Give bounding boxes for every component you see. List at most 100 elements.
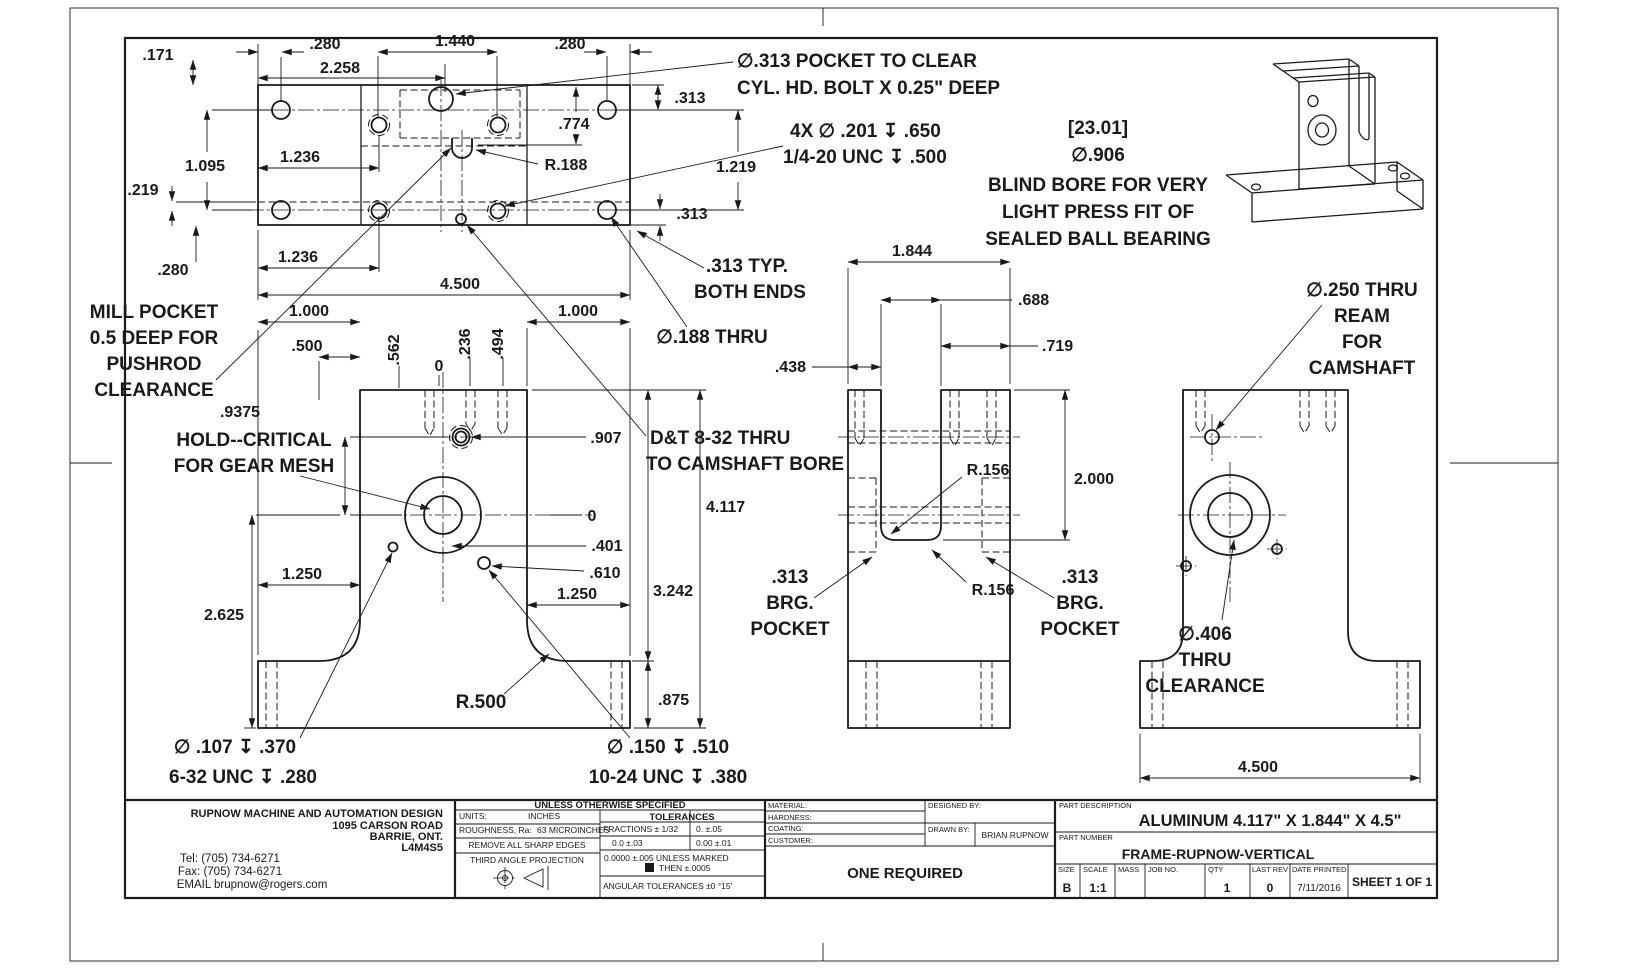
tol-row2a: 0.0 ±.03 xyxy=(612,838,643,848)
dim-1219: 1.219 xyxy=(716,159,756,176)
date-label: DATE PRINTED xyxy=(1292,865,1347,874)
dim-610: .610 xyxy=(589,565,620,582)
dim-171: .171 xyxy=(142,47,173,64)
note-brg-left-2: BRG. xyxy=(766,593,814,614)
note-brg-right-3: POCKET xyxy=(1040,619,1120,640)
roughness-label: ROUGHNESS, Ra: xyxy=(459,825,532,835)
note-mill-3: PUSHROD xyxy=(106,354,201,375)
job-label: JOB NO. xyxy=(1148,865,1178,874)
dim-875: .875 xyxy=(658,692,689,709)
rev-value: 0 xyxy=(1267,881,1274,895)
dim-9375: .9375 xyxy=(220,404,260,421)
note-clearance-1: ∅.406 xyxy=(1178,624,1232,645)
dim-236: .236 xyxy=(457,328,474,359)
third-angle-projection-icon xyxy=(493,866,549,890)
dim-2000: 2.000 xyxy=(1074,471,1114,488)
roughness-value: 63 MICROINCHES xyxy=(537,825,610,835)
tol-angular-value: ±0 °15' xyxy=(706,881,733,891)
note-hold-critical-2: FOR GEAR MESH xyxy=(174,456,334,477)
tol-angular-label: ANGULAR TOLERANCES xyxy=(603,881,704,891)
dim-r500: R.500 xyxy=(456,692,507,713)
one-required: ONE REQUIRED xyxy=(847,865,963,882)
note-313-typ-2: BOTH ENDS xyxy=(694,282,806,303)
callout-tap4x-1: 4X ∅ .201 ↧ .650 xyxy=(790,121,941,142)
tap-632 xyxy=(387,541,399,553)
note-dt-1: D&T 8-32 THRU xyxy=(650,428,790,449)
dim-1250-left: 1.250 xyxy=(282,566,322,583)
dim-r188: R.188 xyxy=(545,157,588,174)
note-brg-left-3: POCKET xyxy=(750,619,830,640)
tol-row2b: 0.00 ±.01 xyxy=(696,838,732,848)
note-hold-critical-1: HOLD--CRITICAL xyxy=(176,430,332,451)
note-188-thru: ∅.188 THRU xyxy=(656,327,768,348)
hardness-label: HARDNESS: xyxy=(768,813,812,822)
note-brg-right-1: .313 xyxy=(1062,567,1099,588)
dim-4500-rear: 4.500 xyxy=(1238,759,1278,776)
company-email: EMAIL brupnow@rogers.com xyxy=(177,879,328,891)
scale-label: SCALE xyxy=(1083,865,1108,874)
drawn-by-name: BRIAN RUPNOW xyxy=(981,830,1048,840)
callout-pocket-1: ∅.313 POCKET TO CLEAR xyxy=(737,51,977,72)
dim-4500-top: 4.500 xyxy=(440,276,480,293)
callout-blind-1: BLIND BORE FOR VERY xyxy=(988,175,1208,196)
dim-438: .438 xyxy=(775,359,806,376)
hole-188-bl xyxy=(271,200,291,220)
part-description-label: PART DESCRIPTION xyxy=(1059,801,1132,810)
note-ream-1: ∅.250 THRU xyxy=(1306,280,1418,301)
hole-832 xyxy=(455,213,467,225)
qty-value: 1 xyxy=(1224,881,1231,895)
note-313-typ-1: .313 TYP. xyxy=(706,256,788,277)
company-fax: Fax: (705) 734-6271 xyxy=(178,866,282,878)
callout-1024-1: ∅ .150 ↧ .510 xyxy=(607,737,729,758)
tol-fractions: FRACTIONS ± 1/32 xyxy=(603,824,678,834)
size-value: B xyxy=(1063,881,1072,895)
dim-313-bottom: .313 xyxy=(676,206,707,223)
dim-313-top: .313 xyxy=(674,90,705,107)
note-ream-3: FOR xyxy=(1342,332,1382,353)
sheet-value: SHEET 1 OF 1 xyxy=(1352,875,1432,889)
dim-1236-upper: 1.236 xyxy=(280,149,320,166)
callout-906: ∅.906 xyxy=(1071,145,1125,166)
dim-2258: 2.258 xyxy=(320,60,360,77)
side-view: 1.844 .688 .719 .438 2.000 R.156 R.156 .… xyxy=(750,243,1120,729)
callout-1024-2: 10-24 UNC ↧ .380 xyxy=(589,767,748,788)
callout-blind-2: LIGHT PRESS FIT OF xyxy=(1002,202,1194,223)
tol-marker-icon xyxy=(645,863,654,872)
note-dt-2: TO CAMSHAFT BORE xyxy=(646,454,844,475)
dim-500: .500 xyxy=(291,338,322,355)
dim-688: .688 xyxy=(1018,292,1049,309)
callout-tap4x-2: 1/4-20 UNC ↧ .500 xyxy=(783,147,947,168)
top-view: .171 .280 2.258 1.440 .280 .313 .774 1.0… xyxy=(127,33,806,348)
dim-1440: 1.440 xyxy=(435,33,475,50)
callout-ref-2301: [23.01] xyxy=(1068,118,1128,139)
dim-r156-lower: R.156 xyxy=(972,582,1015,599)
callout-632-1: ∅ .107 ↧ .370 xyxy=(174,737,296,758)
projection-note: THIRD ANGLE PROJECTION xyxy=(470,855,584,865)
dim-1095: 1.095 xyxy=(185,158,225,175)
tol-row3: 0.0000 ±.005 UNLESS MARKED xyxy=(604,853,729,863)
dim-719: .719 xyxy=(1042,338,1073,355)
company-tel: Tel: (705) 734-6271 xyxy=(180,853,280,865)
dim-774: .774 xyxy=(558,116,589,133)
dim-1000-right: 1.000 xyxy=(558,303,598,320)
dim-494: .494 xyxy=(490,328,507,359)
dim-907: .907 xyxy=(590,430,621,447)
customer-label: CUSTOMER: xyxy=(768,836,813,845)
note-brg-left-1: .313 xyxy=(772,567,809,588)
callout-632-2: 6-32 UNC ↧ .280 xyxy=(169,767,317,788)
scale-value: 1:1 xyxy=(1089,881,1107,895)
note-ream-2: REAM xyxy=(1334,306,1390,327)
edges-note: REMOVE ALL SHARP EDGES xyxy=(468,840,585,850)
title-block: RUPNOW MACHINE AND AUTOMATION DESIGN 109… xyxy=(125,798,1437,898)
part-description: ALUMINUM 4.117" X 1.844" X 4.5" xyxy=(1139,812,1402,830)
tap-1024 xyxy=(477,556,491,570)
dim-1236-lower: 1.236 xyxy=(278,249,318,266)
company-street: 1095 CARSON ROAD xyxy=(332,820,443,832)
dim-1000-left: 1.000 xyxy=(289,303,329,320)
note-mill-1: MILL POCKET xyxy=(90,302,219,323)
note-mill-2: 0.5 DEEP FOR xyxy=(90,328,219,349)
company-city: BARRIE, ONT. xyxy=(370,831,443,843)
note-clearance-2: THRU xyxy=(1179,650,1232,671)
